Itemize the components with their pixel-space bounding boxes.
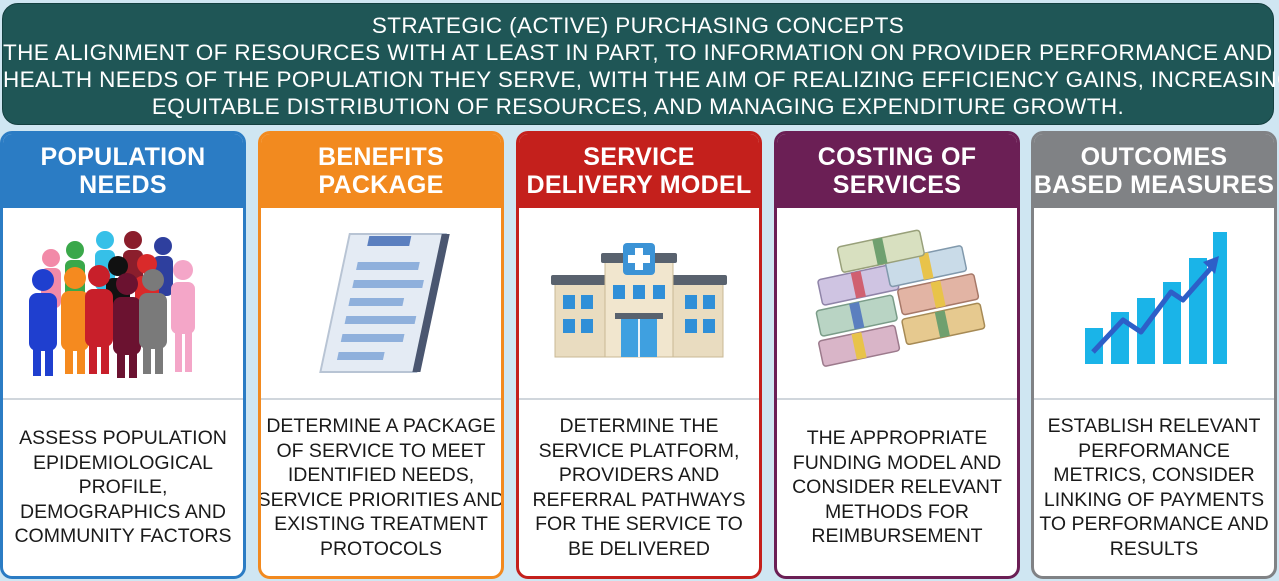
description-line: PROFILE, — [78, 476, 168, 499]
document-icon — [319, 233, 450, 373]
card-description: THE APPROPRIATE FUNDING MODEL AND CONSID… — [777, 400, 1017, 575]
description-line: DETERMINE THE — [559, 415, 719, 437]
description-line: TO PERFORMANCE AND — [1039, 513, 1269, 535]
card-title-line: POPULATION — [40, 143, 206, 171]
card-description: ESTABLISH RELEVANT PERFORMANCE METRICS, … — [1034, 400, 1274, 575]
description-line: RESULTS — [1109, 537, 1199, 560]
description-line: DEMOGRAPHICS AND — [20, 500, 226, 523]
description-line: CONSIDER RELEVANT — [792, 476, 1002, 499]
description-line: PERFORMANCE — [1078, 439, 1230, 462]
card-title-line: NEEDS — [79, 171, 167, 199]
description-line: OF SERVICE TO MEET — [276, 439, 486, 462]
card-title-line: OUTCOMES — [1080, 143, 1228, 171]
card-outcomes-based-measures: OUTCOMES BASED MEASURES ESTABLISH RELEVA… — [1031, 131, 1277, 579]
person-figure — [29, 265, 167, 378]
description-line: FOR THE SERVICE TO — [535, 513, 743, 535]
description-line: PROTOCOLS — [319, 537, 443, 560]
card-header: POPULATION NEEDS — [3, 134, 243, 208]
card-description: ASSESS POPULATION EPIDEMIOLOGICAL PROFIL… — [3, 400, 243, 575]
description-line: IDENTIFIED NEEDS, — [287, 464, 475, 486]
card-header: SERVICE DELIVERY MODEL — [519, 134, 759, 208]
banner-definition-line: EQUITABLE DISTRIBUTION OF RESOURCES, AND… — [151, 94, 1125, 119]
description-line: PROVIDERS AND — [558, 464, 720, 486]
money-stack-icon — [815, 229, 986, 367]
card-description: DETERMINE A PACKAGE OF SERVICE TO MEET I… — [261, 400, 501, 575]
card-title-line: BENEFITS — [317, 143, 445, 171]
description-line: EPIDEMIOLOGICAL — [33, 451, 213, 474]
description-line: BE DELIVERED — [568, 537, 710, 560]
card-header: BENEFITS PACKAGE — [261, 134, 501, 208]
card-title-line: SERVICE — [583, 143, 695, 171]
banner-definition-line: HEALTH NEEDS OF THE POPULATION THEY SERV… — [3, 67, 1279, 92]
card-costing-of-services: COSTING OF SERVICES THE — [774, 131, 1020, 579]
banner-definition-line: THE ALIGNMENT OF RESOURCES WITH AT LEAST… — [3, 40, 1279, 65]
description-line: FUNDING MODEL AND — [792, 451, 1002, 474]
card-title-line: SERVICES — [832, 171, 962, 199]
description-line: REFERRAL PATHWAYS — [532, 488, 746, 511]
card-title-line: PACKAGE — [318, 171, 444, 199]
hospital-icon — [551, 243, 727, 358]
description-line: METRICS, CONSIDER — [1053, 464, 1255, 486]
description-line: METHODS FOR — [824, 500, 970, 523]
description-line: LINKING OF PAYMENTS — [1043, 488, 1265, 511]
card-header: OUTCOMES BASED MEASURES — [1034, 134, 1274, 208]
people-group-icon — [29, 231, 195, 378]
description-line: EXISTING TREATMENT — [274, 513, 488, 535]
card-population-needs: POPULATION NEEDS — [0, 131, 246, 579]
description-line: SERVICE PRIORITIES AND — [258, 488, 504, 511]
banner-title: STRATEGIC (ACTIVE) PURCHASING CONCEPTS — [371, 13, 905, 38]
card-header: COSTING OF SERVICES — [777, 134, 1017, 208]
growth-chart-icon — [1085, 232, 1227, 364]
card-title-line: COSTING OF — [817, 143, 977, 171]
card-service-delivery-model: SERVICE DELIVERY MODEL DETERMINE THE S — [516, 131, 762, 579]
card-benefits-package: BENEFITS PACKAGE DETERMINE A PACKAGE OF … — [258, 131, 504, 579]
description-line: ASSESS POPULATION — [19, 427, 227, 450]
description-line: DETERMINE A PACKAGE — [266, 415, 496, 437]
card-description: DETERMINE THE SERVICE PLATFORM, PROVIDER… — [519, 400, 759, 575]
description-line: SERVICE PLATFORM, — [538, 439, 740, 462]
description-line: ESTABLISH RELEVANT — [1047, 415, 1261, 437]
header-banner: STRATEGIC (ACTIVE) PURCHASING CONCEPTS T… — [2, 3, 1279, 125]
card-title-line: BASED MEASURES — [1033, 171, 1275, 199]
description-line: COMMUNITY FACTORS — [14, 525, 232, 548]
description-line: THE APPROPRIATE — [806, 427, 988, 450]
card-title-line: DELIVERY MODEL — [526, 171, 752, 199]
description-line: REIMBURSEMENT — [811, 525, 983, 548]
